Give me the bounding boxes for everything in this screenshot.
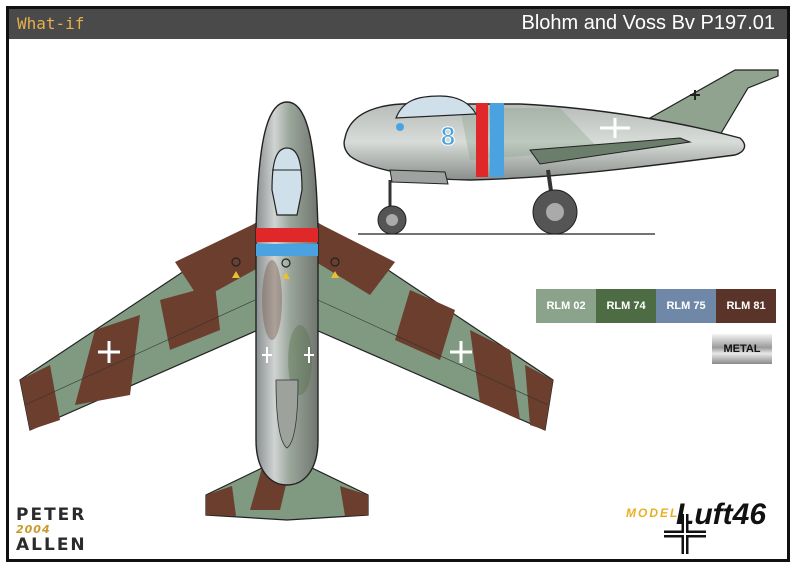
signature-first-name: PETER	[16, 505, 87, 525]
profile-sheet: What-if Blohm and Voss Bv P197.01	[6, 6, 790, 562]
signature-year: 2004	[16, 523, 51, 536]
brand-prefix: MODEL	[626, 506, 680, 520]
wing-cross-left	[98, 341, 120, 363]
brand-cross-icon	[664, 514, 706, 554]
swatch-rlm-75: RLM 75	[656, 289, 716, 323]
fuselage-number: 8	[441, 121, 455, 151]
header-bar: What-if Blohm and Voss Bv P197.01	[9, 9, 787, 39]
wing-root-markers	[231, 257, 340, 279]
signature-last-name: ALLEN	[16, 535, 87, 555]
top-view-fuselage	[255, 101, 319, 486]
top-view-right-wing	[315, 220, 554, 431]
aircraft-title: Blohm and Voss Bv P197.01	[521, 12, 776, 34]
swatch-metal: METAL	[712, 334, 772, 364]
brand-name: Luft46	[676, 498, 766, 531]
swatch-rlm-74: RLM 74	[596, 289, 656, 323]
side-view: 8	[343, 69, 779, 235]
category-label: What-if	[17, 14, 85, 33]
swatch-rlm-81: RLM 81	[716, 289, 776, 323]
top-view-left-wing	[19, 220, 259, 431]
fuselage-crosses	[262, 347, 314, 363]
artist-signature: PETER 2004 ALLEN	[16, 505, 87, 555]
wing-cross-right	[450, 341, 472, 363]
swatch-rlm-02: RLM 02	[536, 289, 596, 323]
